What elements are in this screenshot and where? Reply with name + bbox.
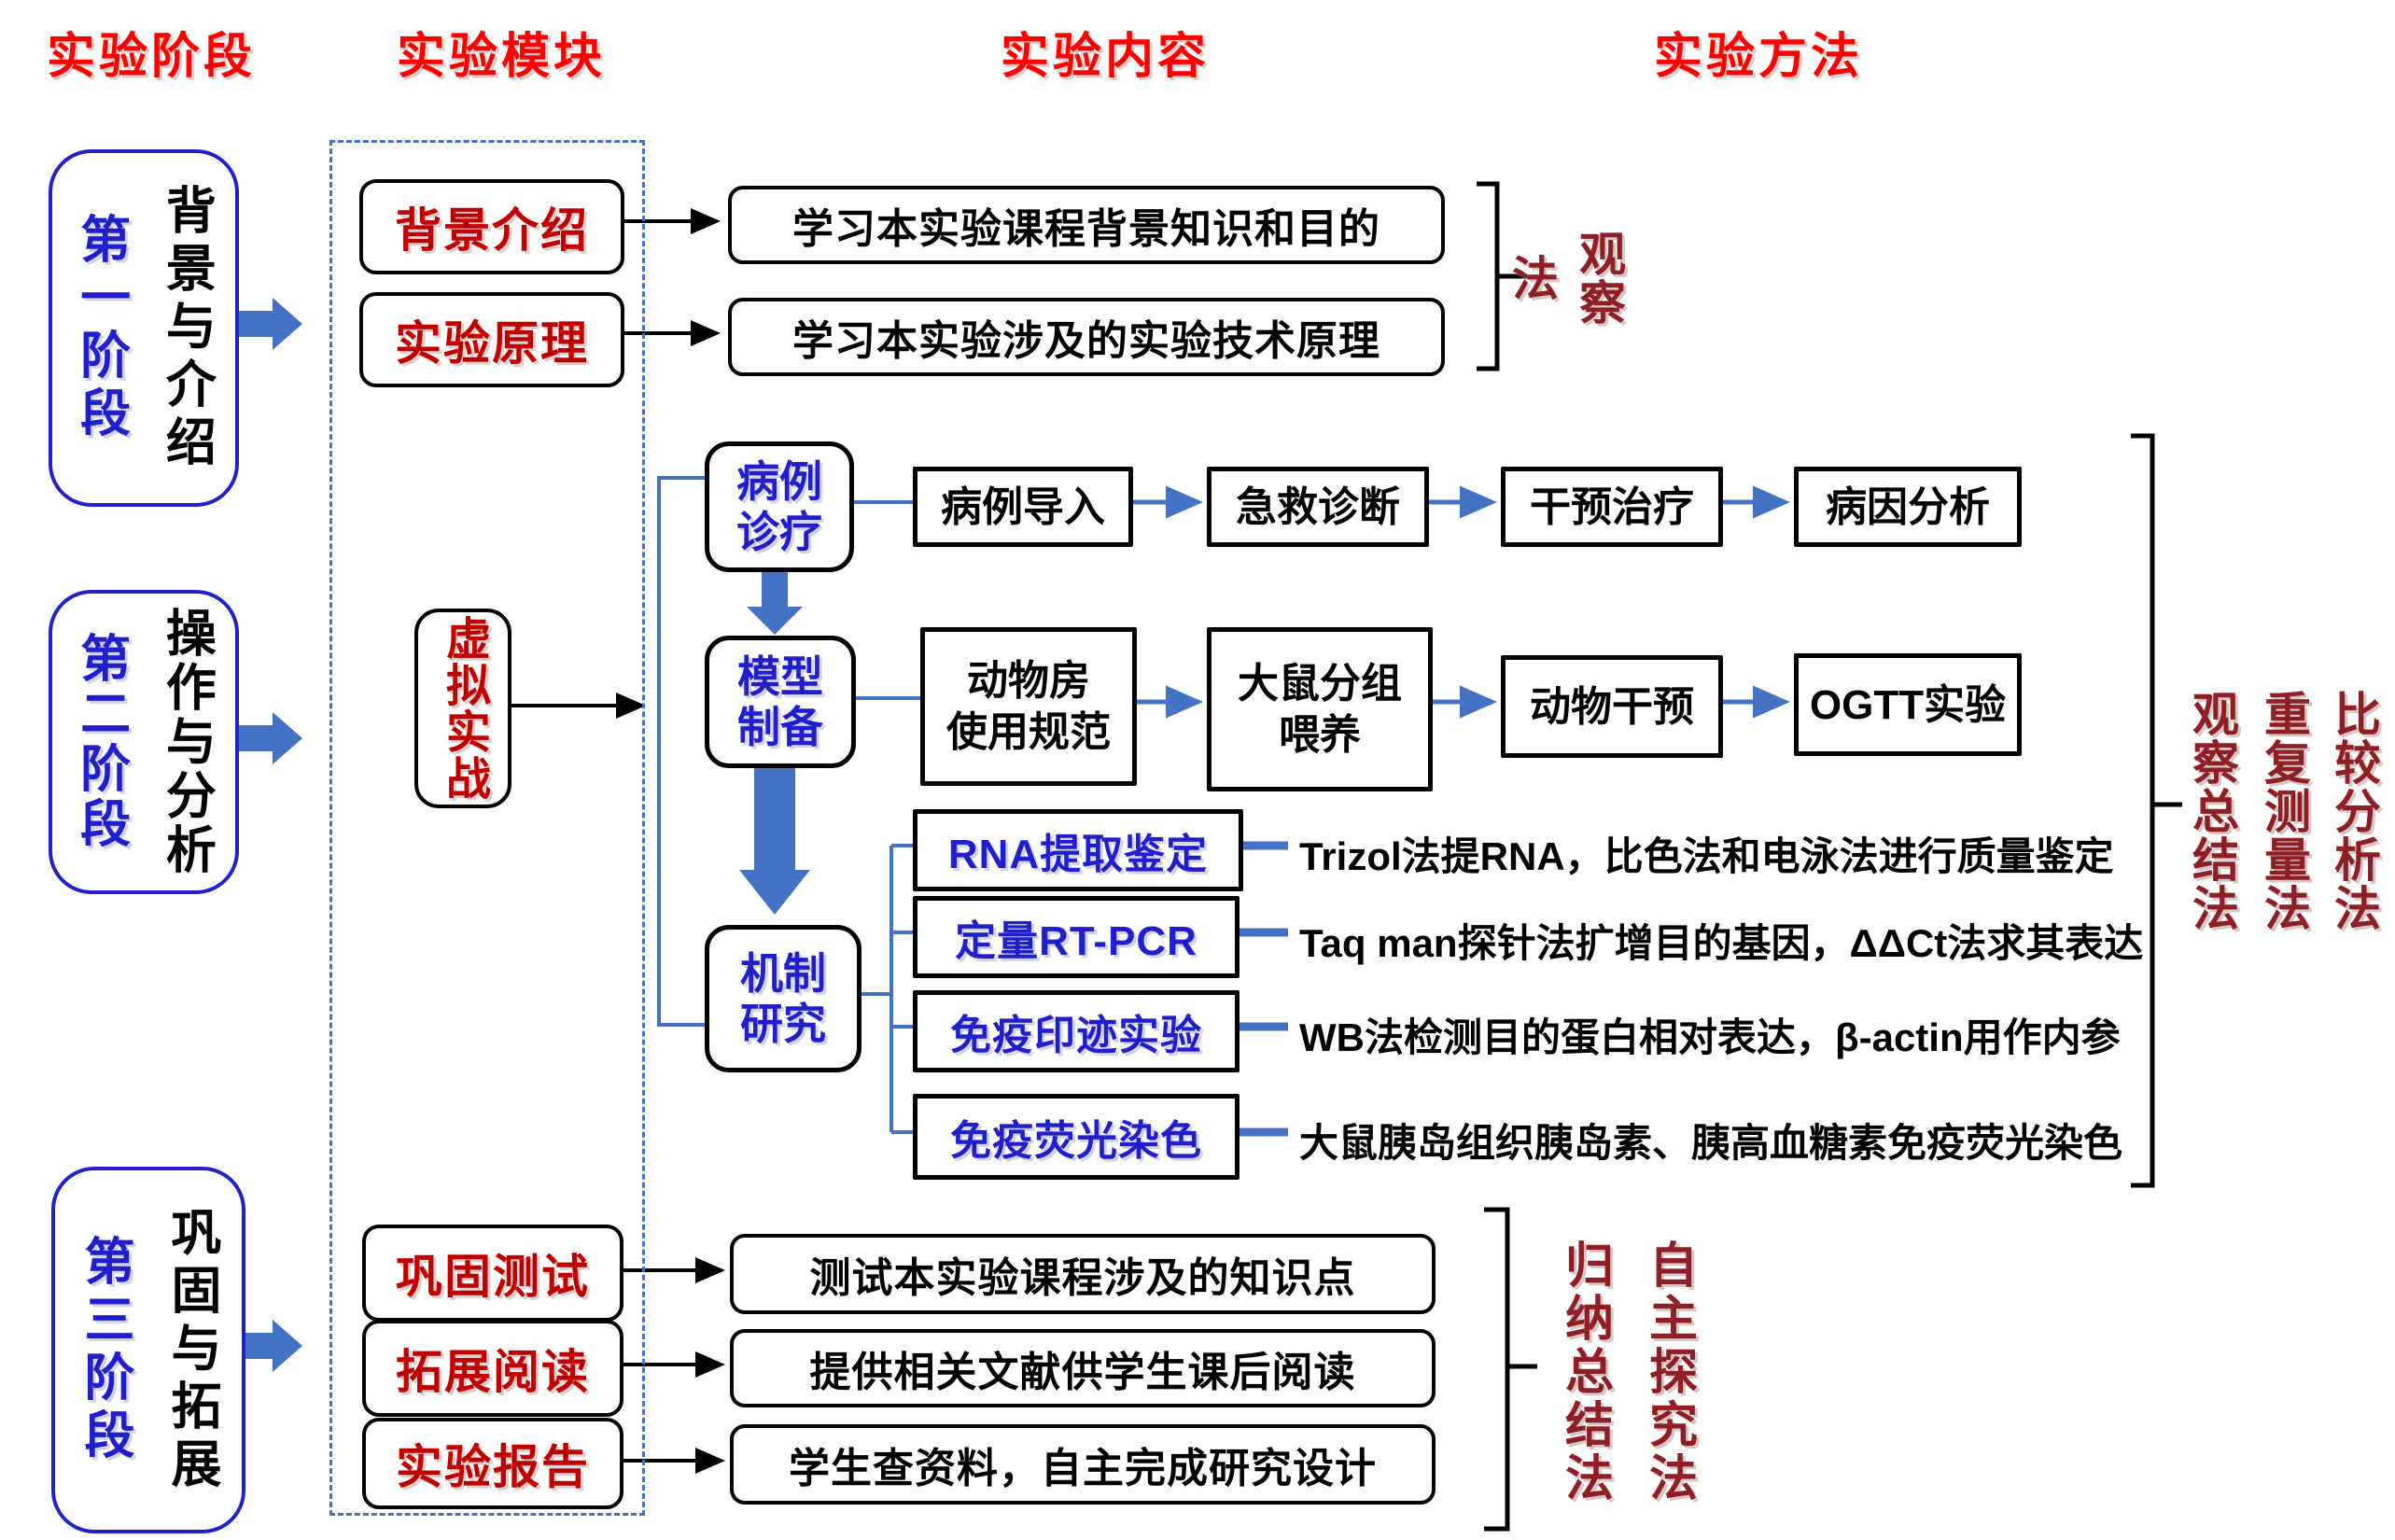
row-mechanism-research: 机制 研究 [705,925,861,1072]
bracket-bottom [1484,1207,1510,1532]
step-ogtt-experiment: OGTT实验 [1794,653,2022,756]
case-to-model-down-arrow [747,567,803,635]
subbox-western-blot: 免疫印迹实验 [913,990,1240,1072]
stage3-theme: 巩固与拓展 [163,1205,219,1495]
stage2-number: 第二阶段 [72,632,129,852]
method-independent-inquiry: 自主探究法 [1641,1239,1696,1505]
stage3-box: 第三阶段 巩固与拓展 [51,1167,245,1533]
stage2-box: 第二阶段 操作与分析 [49,590,239,894]
content-student-research-design: 学生查资料，自主完成研究设计 [730,1424,1436,1505]
module-background-intro: 背景介绍 [359,179,624,274]
method-observation: 观察法 [1506,230,1625,327]
left-blue-bracket [657,476,705,1027]
module-experiment-principle: 实验原理 [359,292,624,387]
model-to-mechanism-down-arrow [739,765,810,915]
step-intervention-treatment: 干预治疗 [1501,467,1723,547]
stage2-theme: 操作与分析 [158,607,215,877]
module-virtual-practice: 虚拟实战 [414,609,511,808]
header-content: 实验内容 [1001,30,1211,84]
stage1-box: 第一阶段 背景与介绍 [49,149,239,507]
header-module: 实验模块 [397,30,607,84]
content-test-knowledge: 测试本实验课程涉及的知识点 [730,1234,1436,1314]
stage1-number: 第一阶段 [72,212,129,444]
step-case-import: 病例导入 [913,467,1133,547]
stage3-number: 第三阶段 [77,1234,133,1466]
bracket-observe [1477,181,1500,371]
header-method: 实验方法 [1654,30,1864,84]
method-inductive-summary: 归纳总结法 [1557,1239,1612,1505]
annotation-rna: Trizol法提RNA，比色法和电泳法进行质量鉴定 [1299,834,2114,878]
method-observe-summarize: 观察总结法 [2186,690,2238,932]
content-provide-literature: 提供相关文献供学生课后阅读 [730,1329,1436,1407]
row-case-diagnosis: 病例 诊疗 [705,441,854,572]
subbox-qrtpcr: 定量RT-PCR [913,896,1240,978]
method-repeated-measure: 重复测量法 [2258,690,2310,932]
module-dashed-container [329,140,645,1516]
stage2-block-arrow [236,712,302,764]
bracket-methods-right [2131,433,2155,1188]
step-cause-analysis: 病因分析 [1794,467,2022,547]
subbox-immunofluorescence: 免疫荧光染色 [913,1094,1240,1180]
module-extended-reading: 拓展阅读 [362,1320,623,1417]
annotation-dashes [1236,841,1288,1137]
content-learn-principle: 学习本实验涉及的实验技术原理 [728,298,1445,376]
annotation-qrtpcr: Taq man探针法扩增目的基因，ΔΔCt法求其表达 [1299,921,2144,965]
annotation-wb: WB法检测目的蛋白相对表达，β-actin用作内参 [1299,1015,2121,1059]
module-experiment-report: 实验报告 [362,1418,623,1509]
step-emergency-diagnosis: 急救诊断 [1207,467,1429,547]
content-learn-background: 学习本实验课程背景知识和目的 [728,186,1445,264]
stage1-block-arrow [236,298,302,350]
stage3-block-arrow [236,1320,302,1372]
method-comparative-analysis: 比较分析法 [2328,690,2380,932]
step-rat-grouping-feeding: 大鼠分组 喂养 [1207,627,1433,791]
annotation-if: 大鼠胰岛组织胰岛素、胰高血糖素免疫荧光染色 [1299,1121,2123,1165]
step-animal-room-rules: 动物房 使用规范 [920,627,1137,786]
header-stage: 实验阶段 [47,30,257,84]
subbox-rna-extraction: RNA提取鉴定 [913,809,1243,891]
step-animal-intervention: 动物干预 [1501,655,1723,758]
row-model-preparation: 模型 制备 [705,636,856,768]
module-consolidation-test: 巩固测试 [362,1225,623,1322]
stage1-theme: 背景与介绍 [158,183,215,473]
